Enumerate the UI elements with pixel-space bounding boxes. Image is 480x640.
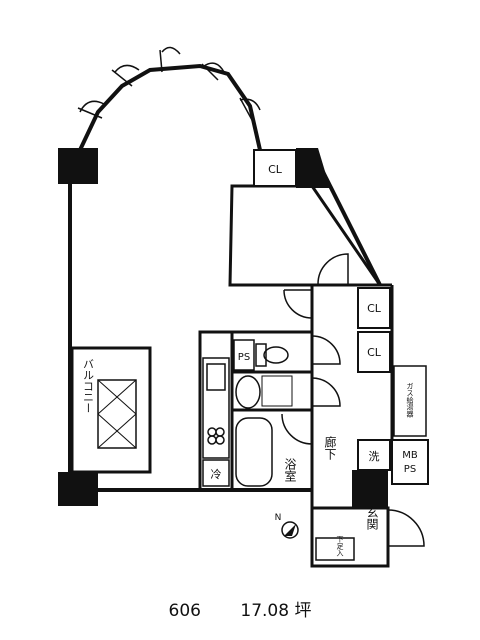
washbasin-fixture (235, 375, 261, 409)
ps-line: PS (404, 464, 416, 475)
shoe-box-label: 下足入 (336, 536, 344, 557)
closet-top-box (253, 149, 297, 187)
closet-mid-label: CL (367, 302, 382, 315)
unit-caption: 606 17.08 坪 (0, 596, 480, 621)
washroom-box (357, 439, 391, 471)
refrigerator-box (202, 459, 230, 487)
closet-top-label: CL (268, 163, 283, 176)
kitchen-counter (202, 357, 230, 459)
column-bottom-left (58, 472, 98, 506)
floor-plan-diagram: CL CL CL PS 浴室 (58, 46, 429, 568)
closet-low-box (357, 331, 391, 373)
corridor-label: 廊下 (323, 435, 337, 460)
closet-mid-box (357, 287, 391, 329)
upper-block-walls (228, 184, 383, 287)
column-entry (352, 470, 388, 508)
entrance-walls (310, 506, 390, 568)
entrance-door-swing (387, 509, 425, 547)
vanity-counter (261, 375, 293, 407)
entrance-label: 玄関 (365, 505, 379, 530)
pipe-shaft-label: PS (238, 352, 250, 363)
bath-label: 浴室 (283, 458, 297, 482)
toilet-fixture (255, 343, 289, 367)
wet-area-walls (198, 330, 314, 492)
balcony-area (70, 346, 152, 474)
north-label: N (275, 513, 282, 523)
bathtub-fixture (235, 417, 273, 487)
meter-box-pipe-shaft-label: MB PS (402, 450, 418, 475)
refrigerator-label: 冷 (211, 468, 222, 481)
balcony-label: バルコニー (82, 359, 95, 414)
balcony-grating-hatch (97, 379, 137, 449)
closet-low-label: CL (367, 346, 382, 359)
column-top-right (296, 148, 330, 188)
column-top-left (58, 148, 98, 184)
unit-number: 606 (168, 601, 201, 621)
unit-area: 17.08 坪 (240, 601, 312, 621)
gas-water-heater-label: ガス給湯器 (406, 383, 414, 419)
gas-water-heater-box (393, 365, 427, 437)
washroom-label: 洗 (369, 450, 380, 463)
north-marker: N (275, 513, 299, 539)
door-swings (281, 253, 349, 445)
pipe-shaft-box (233, 339, 255, 371)
meter-box-pipe-shaft-box (391, 439, 429, 485)
bay-windows (77, 46, 261, 121)
mb-line: MB (402, 450, 418, 461)
shoe-box (315, 537, 355, 561)
